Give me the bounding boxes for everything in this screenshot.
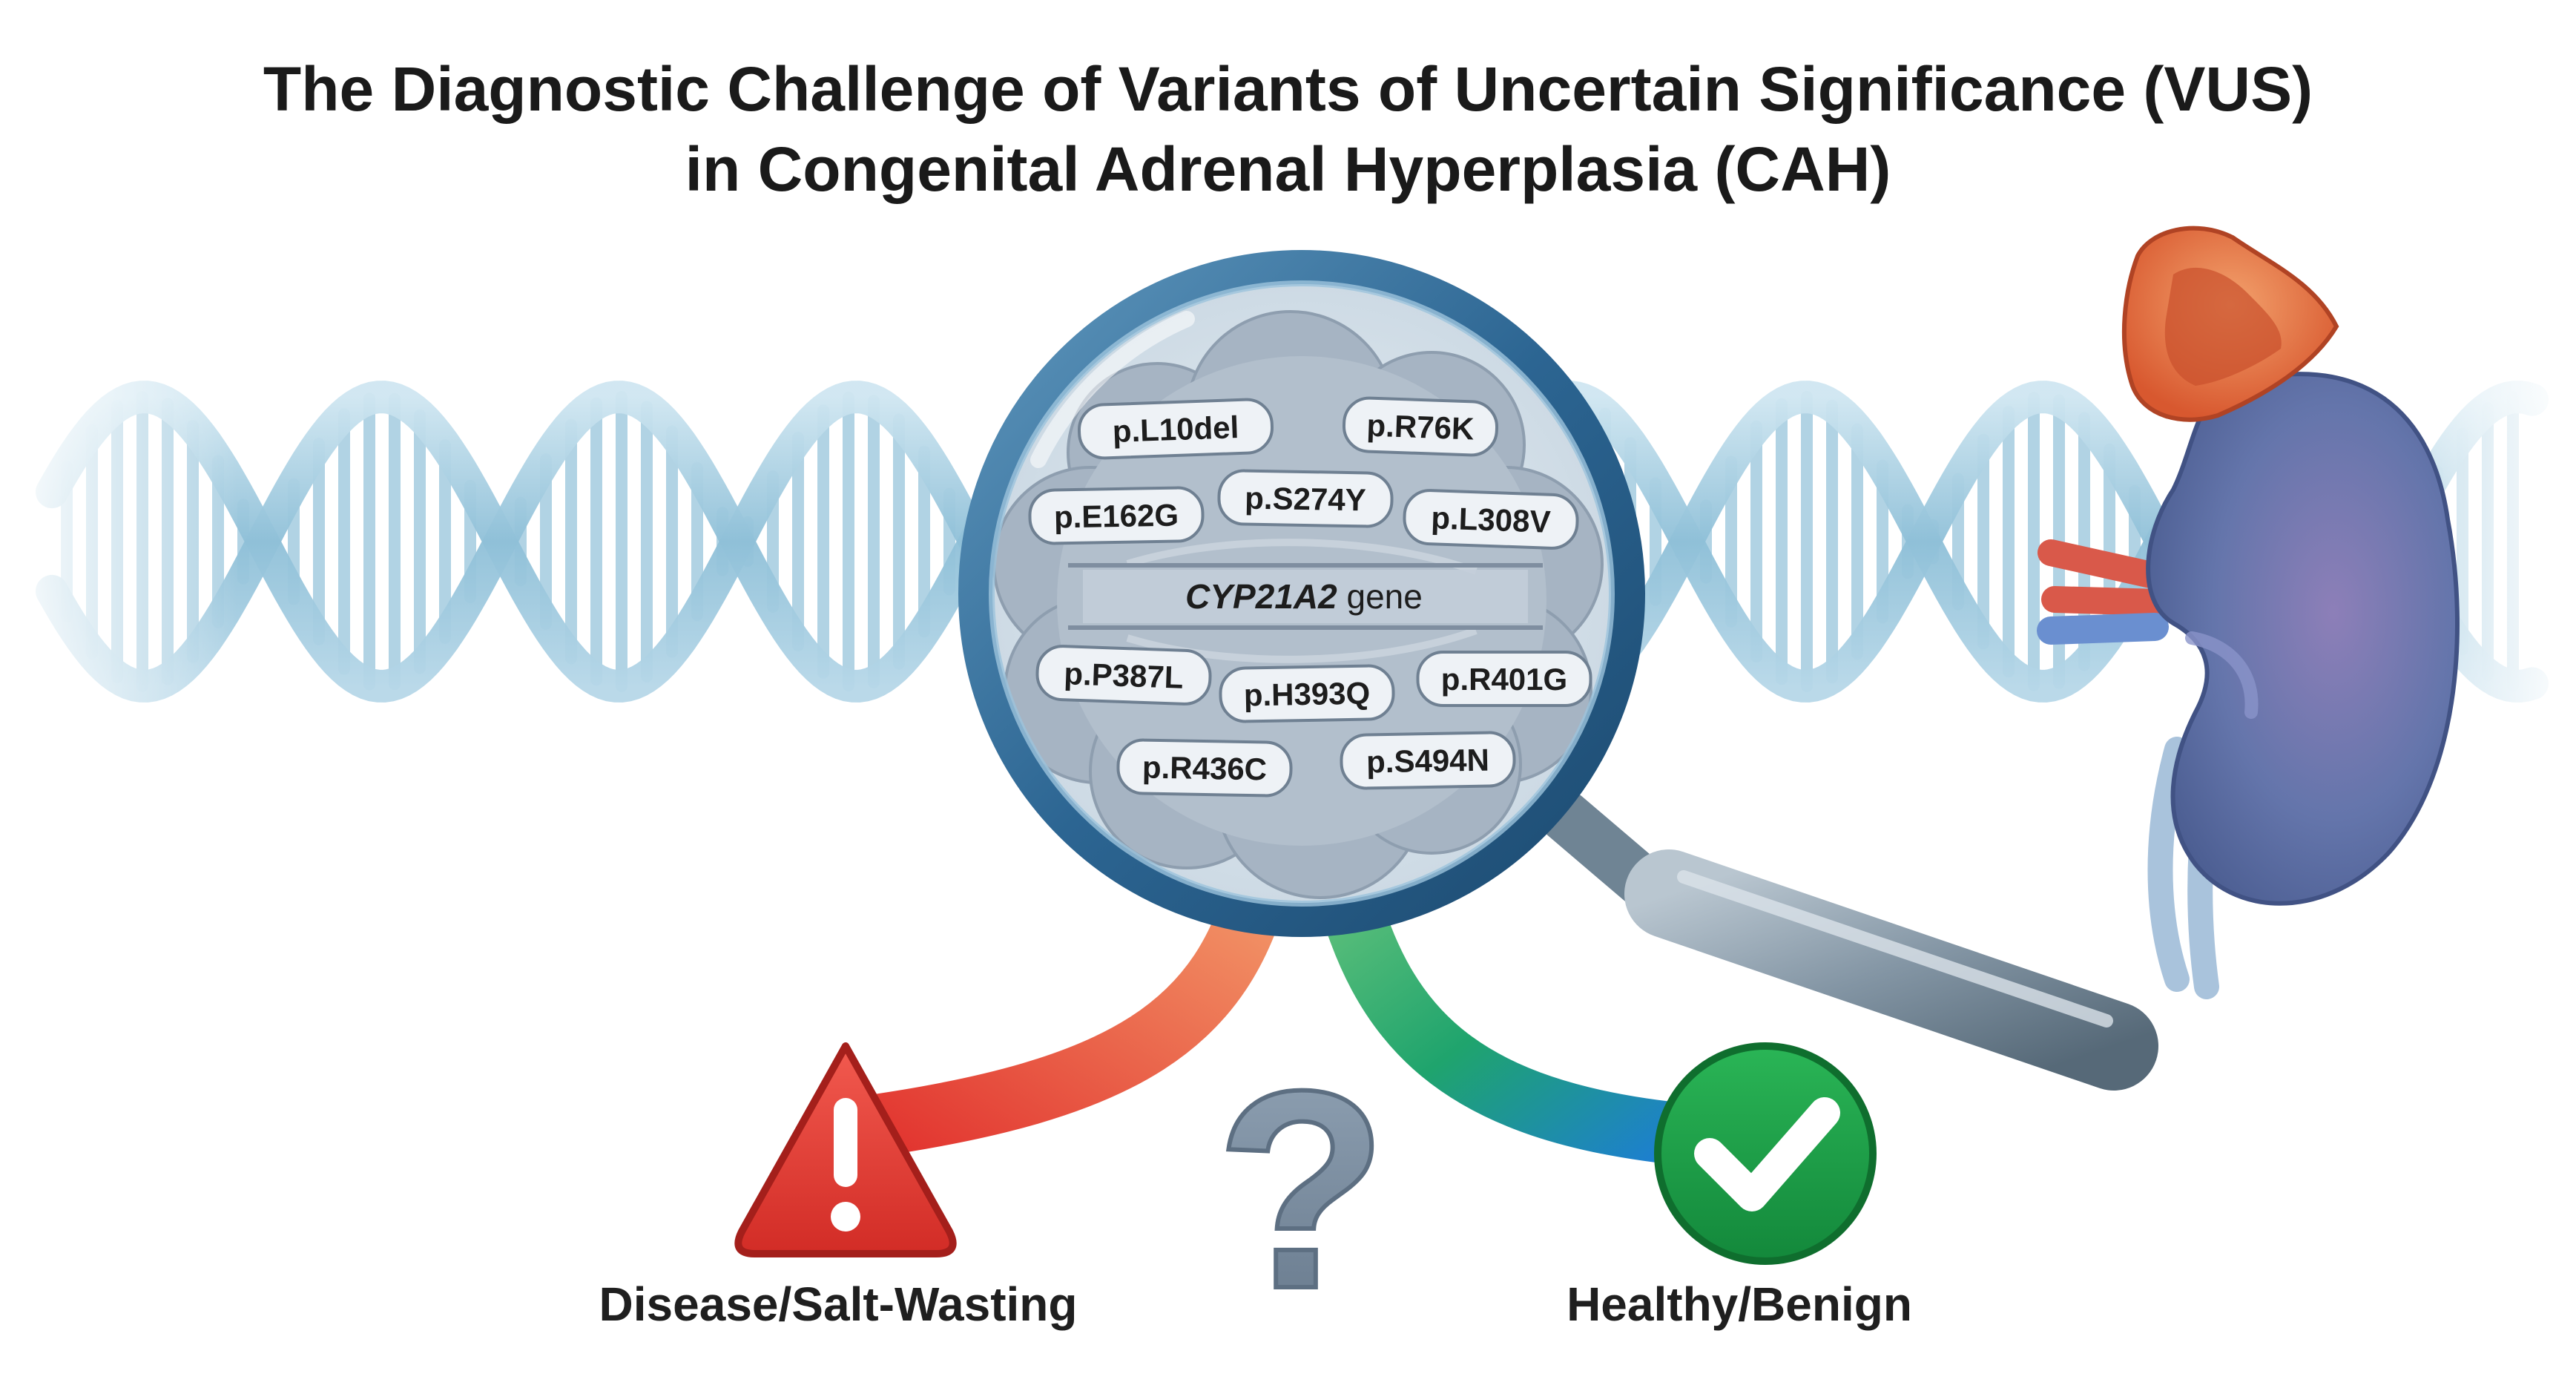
variant-label: p.L10del xyxy=(1112,410,1239,449)
variant-pill: p.R401G xyxy=(1416,651,1592,707)
question-mark-icon: ? xyxy=(1216,1032,1388,1347)
variant-label: p.R436C xyxy=(1142,750,1268,787)
variant-label: p.E162G xyxy=(1054,498,1179,535)
magnifying-glass-handle xyxy=(1539,790,2158,1091)
variant-pill: p.P387L xyxy=(1035,645,1212,706)
gene-band: CYP21A2 gene xyxy=(1068,563,1543,630)
benign-label: Healthy/Benign xyxy=(1567,1277,1912,1331)
variant-pill: p.L308V xyxy=(1403,489,1579,550)
variant-pill: p.S494N xyxy=(1340,731,1516,790)
disease-label: Disease/Salt-Wasting xyxy=(599,1277,1078,1331)
variant-label: p.P387L xyxy=(1064,656,1185,695)
variant-pill: p.L10del xyxy=(1077,398,1274,460)
warning-triangle-icon xyxy=(734,1042,957,1257)
variant-label: p.S274Y xyxy=(1245,481,1366,518)
variant-pill: p.E162G xyxy=(1028,486,1205,545)
variant-label: p.H393Q xyxy=(1243,676,1370,713)
gene-label: CYP21A2 gene xyxy=(1185,577,1423,616)
title-line-2: in Congenital Adrenal Hyperplasia (CAH) xyxy=(685,134,1891,204)
variant-label: p.S494N xyxy=(1366,743,1490,780)
variant-pill: p.S274Y xyxy=(1217,469,1394,528)
variant-label: p.R401G xyxy=(1441,662,1567,697)
variant-pill: p.R436C xyxy=(1116,738,1293,798)
variant-list: p.L10del p.R76K p.E162G p.S274Y p.L308V p.P38… xyxy=(1028,396,1592,798)
benign-pathway-arc xyxy=(1311,844,1722,1166)
check-circle-icon xyxy=(1654,1042,1877,1265)
variant-label: p.L308V xyxy=(1431,500,1552,539)
variant-label: p.R76K xyxy=(1366,407,1475,446)
kidney-adrenal-icon xyxy=(2037,226,2460,999)
title-line-1: The Diagnostic Challenge of Variants of … xyxy=(263,54,2313,124)
disease-pathway-arc xyxy=(829,844,1292,1159)
variant-pill: p.R76K xyxy=(1342,396,1499,457)
variant-pill: p.H393Q xyxy=(1219,664,1395,723)
